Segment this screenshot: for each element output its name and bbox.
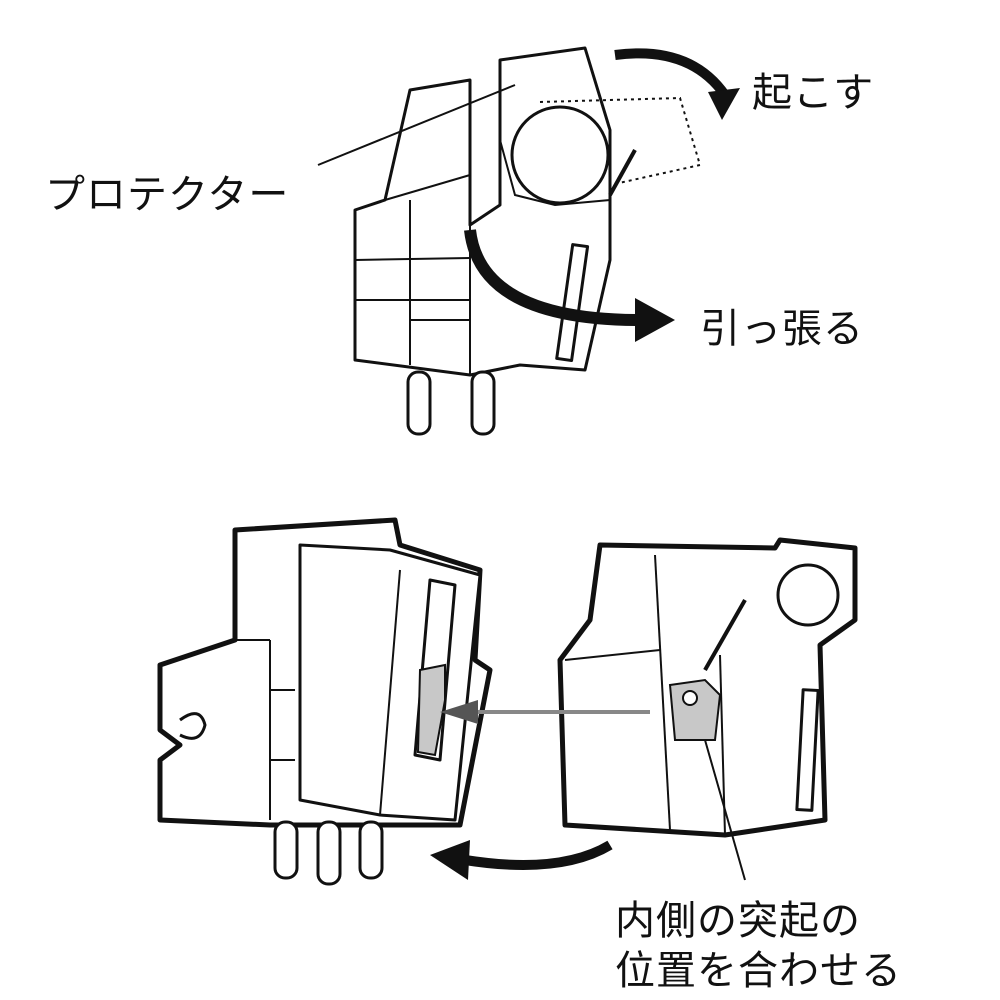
pull-label: 引っ張る — [700, 306, 864, 352]
align-label-line1: 内側の突起の — [615, 898, 861, 944]
raise-arrow-icon — [708, 88, 740, 120]
align-label-line2: 位置を合わせる — [615, 948, 902, 994]
bottom-protector-stylus — [430, 537, 858, 881]
protector-label: プロテクター — [45, 172, 290, 218]
attach-arrow-icon — [430, 840, 470, 880]
top-cartridge — [317, 46, 740, 436]
raise-label: 起こす — [752, 70, 875, 116]
bottom-cartridge-body — [157, 517, 493, 886]
pull-arrow-icon — [635, 298, 675, 342]
align-arrow-icon — [440, 700, 478, 724]
